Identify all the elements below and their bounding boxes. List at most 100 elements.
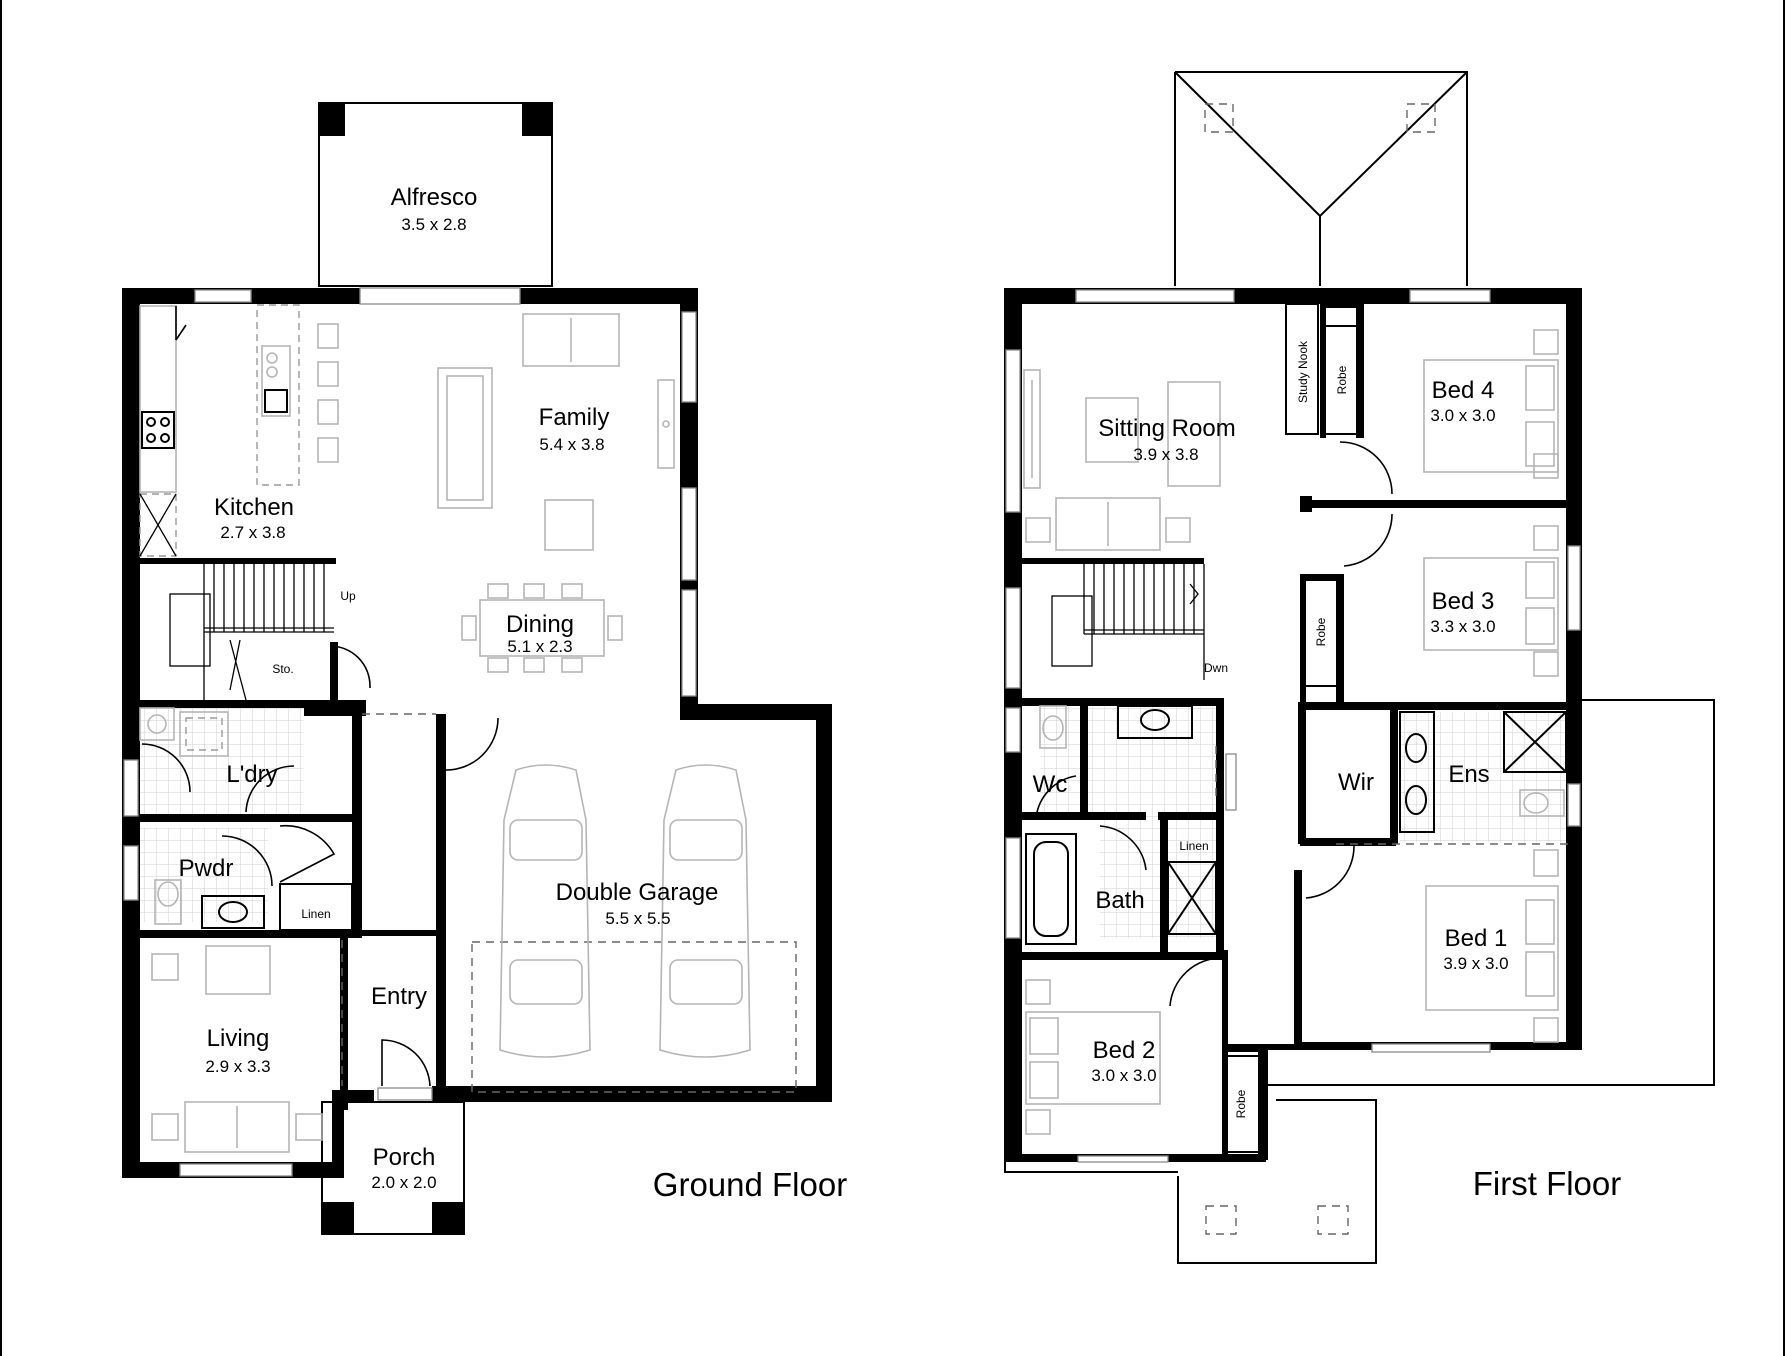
basin-icon — [1405, 785, 1427, 815]
room-name-bed2: Bed 2 — [1093, 1037, 1156, 1064]
porch-outline — [321, 1101, 465, 1235]
room-name-bed3: Bed 3 — [1432, 588, 1495, 615]
vanity-icon — [1117, 705, 1193, 739]
first-wall-east — [1566, 288, 1582, 1048]
post-outline — [1204, 103, 1234, 133]
garage-wall-west — [436, 714, 446, 1094]
window — [1225, 753, 1237, 811]
room-dim-garage: 5.5 x 5.5 — [605, 909, 670, 928]
room-dim-bed1: 3.9 x 3.0 — [1443, 954, 1508, 973]
stair-wc-wall — [1022, 698, 1224, 706]
landing-wall-south — [1222, 1044, 1298, 1050]
garage-wall-north — [680, 704, 832, 720]
garage-internal-door[interactable] — [445, 717, 499, 771]
window — [1077, 1155, 1169, 1163]
armchair-icon — [1085, 397, 1139, 463]
shower-cross-icon — [1167, 861, 1217, 935]
pillow-icon — [1525, 899, 1555, 945]
room-name-alfresco: Alfresco — [391, 184, 478, 211]
room-name-dining: Dining — [506, 611, 574, 638]
wc-bath-floor-tiles — [1040, 706, 1222, 818]
family-garage-join — [680, 700, 686, 720]
room-name-powder: Pwdr — [179, 855, 234, 882]
garage-wall-east — [816, 704, 832, 1102]
room-dim-bed4: 3.0 x 3.0 — [1430, 406, 1495, 425]
room-dim-family: 5.4 x 3.8 — [539, 435, 604, 454]
drainer-icon — [264, 389, 288, 413]
laundry-door[interactable] — [245, 765, 295, 813]
bedside-table-icon — [1533, 651, 1559, 677]
room-name-laundry: L'dry — [226, 761, 277, 788]
laundry-door[interactable] — [141, 743, 191, 793]
pillow-icon — [1525, 951, 1555, 997]
burner-icon — [146, 433, 156, 443]
kitchen-stair-wall — [138, 558, 336, 564]
window — [1005, 707, 1021, 753]
double-vanity-icon — [1399, 711, 1435, 833]
bed3-door[interactable] — [1343, 513, 1393, 567]
storage-label: Sto. — [272, 662, 293, 676]
entry-wall-south — [332, 1090, 374, 1102]
post-outline — [1205, 1205, 1237, 1235]
sitting-stair-wall — [1022, 558, 1204, 564]
room-name-wc: Wc — [1033, 771, 1068, 798]
window — [1005, 587, 1021, 689]
linen-label: Linen — [301, 907, 330, 921]
washer-space — [185, 717, 223, 751]
basin-icon — [1140, 709, 1170, 731]
window — [681, 487, 697, 581]
window — [123, 845, 139, 901]
bed2-door[interactable] — [1169, 957, 1223, 1007]
window — [1005, 349, 1021, 513]
room-dim-alfresco: 3.5 x 2.8 — [401, 215, 466, 234]
room-name-entry: Entry — [371, 983, 427, 1010]
room-name-living: Living — [207, 1025, 270, 1052]
window — [123, 759, 139, 817]
room-dim-porch: 2.0 x 2.0 — [371, 1173, 436, 1192]
laundry-tub-icon — [139, 707, 175, 741]
armchair-icon — [205, 945, 271, 995]
laundry-floor-tiles — [138, 707, 303, 815]
living-entry-wall — [340, 930, 348, 1110]
shower-cross-icon — [1503, 711, 1567, 773]
linen-door[interactable] — [279, 824, 336, 883]
robe-cupboard — [1303, 579, 1341, 687]
stair-down-label: Dwn — [1204, 661, 1228, 675]
robe-wall — [1300, 574, 1340, 580]
wir-wall-west — [1298, 702, 1306, 844]
vanity-icon — [201, 895, 265, 929]
bed4-door[interactable] — [1339, 441, 1393, 495]
wir-ensuite-wall — [1390, 702, 1398, 844]
powder-door[interactable] — [221, 835, 273, 887]
bedside-table-icon — [1533, 453, 1559, 479]
tv-unit-icon — [1023, 369, 1041, 489]
bath-door[interactable] — [1099, 825, 1147, 871]
front-door[interactable] — [381, 1039, 431, 1087]
bedside-table-icon — [1025, 979, 1051, 1005]
window — [681, 311, 697, 403]
toilet-bowl-icon — [1523, 792, 1549, 814]
wc-door[interactable] — [1035, 775, 1077, 819]
storage-door[interactable] — [329, 645, 371, 688]
window — [1075, 289, 1235, 303]
bedside-table-icon — [1533, 1017, 1559, 1043]
room-name-bed4: Bed 4 — [1432, 377, 1495, 404]
porch-post — [322, 1202, 354, 1234]
entry-wall-north — [348, 930, 438, 936]
garage-door-outline — [471, 941, 797, 1093]
living-wall-east — [332, 1090, 344, 1178]
bed1-door[interactable] — [1305, 845, 1355, 899]
linen-cupboard — [279, 883, 353, 931]
armchair-icon — [544, 499, 594, 551]
first-floor-title: First Floor — [1473, 1165, 1622, 1202]
toilet-icon — [154, 879, 182, 925]
sink-bowl-icon — [266, 352, 278, 364]
window — [1005, 837, 1021, 939]
hall-wall — [352, 714, 362, 934]
toilet-icon — [1039, 705, 1067, 749]
room-name-kitchen: Kitchen — [214, 494, 294, 521]
shower-icon — [1167, 861, 1217, 935]
alfresco-post — [319, 103, 345, 136]
stair-up-label: Up — [340, 589, 356, 603]
sofa-icon — [1167, 381, 1221, 487]
